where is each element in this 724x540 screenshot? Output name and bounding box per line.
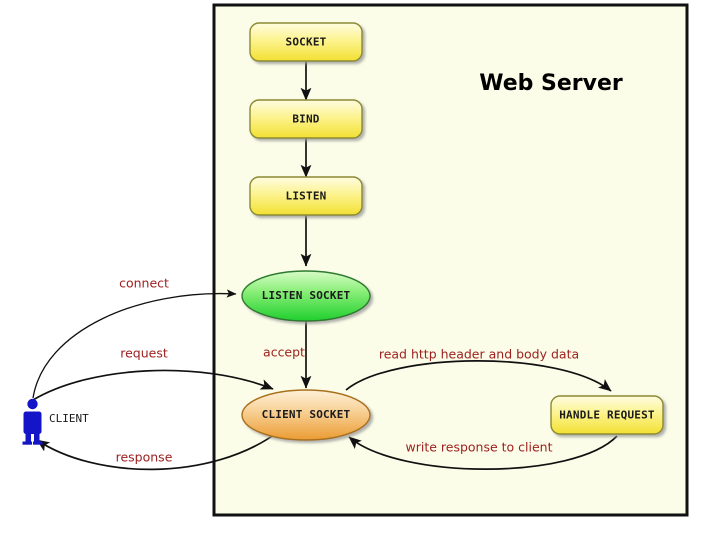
node-socket[interactable] bbox=[249, 22, 363, 62]
node-listen[interactable] bbox=[249, 176, 363, 216]
node-bind-label: BIND bbox=[292, 113, 319, 126]
page-title: Web Server bbox=[479, 71, 623, 96]
edge-response bbox=[36, 431, 279, 471]
node-bind-shape bbox=[249, 99, 363, 139]
node-socket-shape bbox=[249, 22, 363, 62]
edge-connect bbox=[32, 289, 237, 399]
node-listen-socket-label: LISTEN SOCKET bbox=[262, 289, 351, 302]
edge-label-response: response bbox=[116, 450, 173, 465]
edge-request bbox=[32, 369, 274, 401]
person-icon bbox=[22, 398, 43, 445]
node-handle-request-label: HANDLE REQUEST bbox=[559, 409, 655, 422]
client-actor[interactable]: CLIENT bbox=[22, 398, 90, 445]
node-socket-label: SOCKET bbox=[286, 36, 327, 49]
node-client-socket[interactable] bbox=[241, 389, 371, 441]
node-listen-socket[interactable] bbox=[241, 270, 371, 322]
edge-label-connect: connect bbox=[119, 276, 169, 291]
edge-read-http bbox=[345, 360, 612, 392]
node-listen-shape bbox=[249, 176, 363, 216]
node-bind[interactable] bbox=[249, 99, 363, 139]
edge-label-read-http: read http header and body data bbox=[379, 347, 579, 362]
edge-label-write-response: write response to client bbox=[405, 440, 552, 455]
node-client-socket-label: CLIENT SOCKET bbox=[262, 408, 351, 421]
edge-write-response bbox=[348, 435, 618, 470]
node-handle-request-shape bbox=[550, 395, 664, 435]
node-handle-request[interactable] bbox=[550, 395, 664, 435]
node-listen-label: LISTEN bbox=[286, 190, 327, 203]
node-listen-socket-shape bbox=[241, 270, 371, 322]
edge-label-accept: accept bbox=[263, 345, 305, 360]
edge-label-request: request bbox=[120, 346, 168, 361]
node-client-socket-shape bbox=[241, 389, 371, 441]
client-actor-label: CLIENT bbox=[49, 412, 89, 425]
